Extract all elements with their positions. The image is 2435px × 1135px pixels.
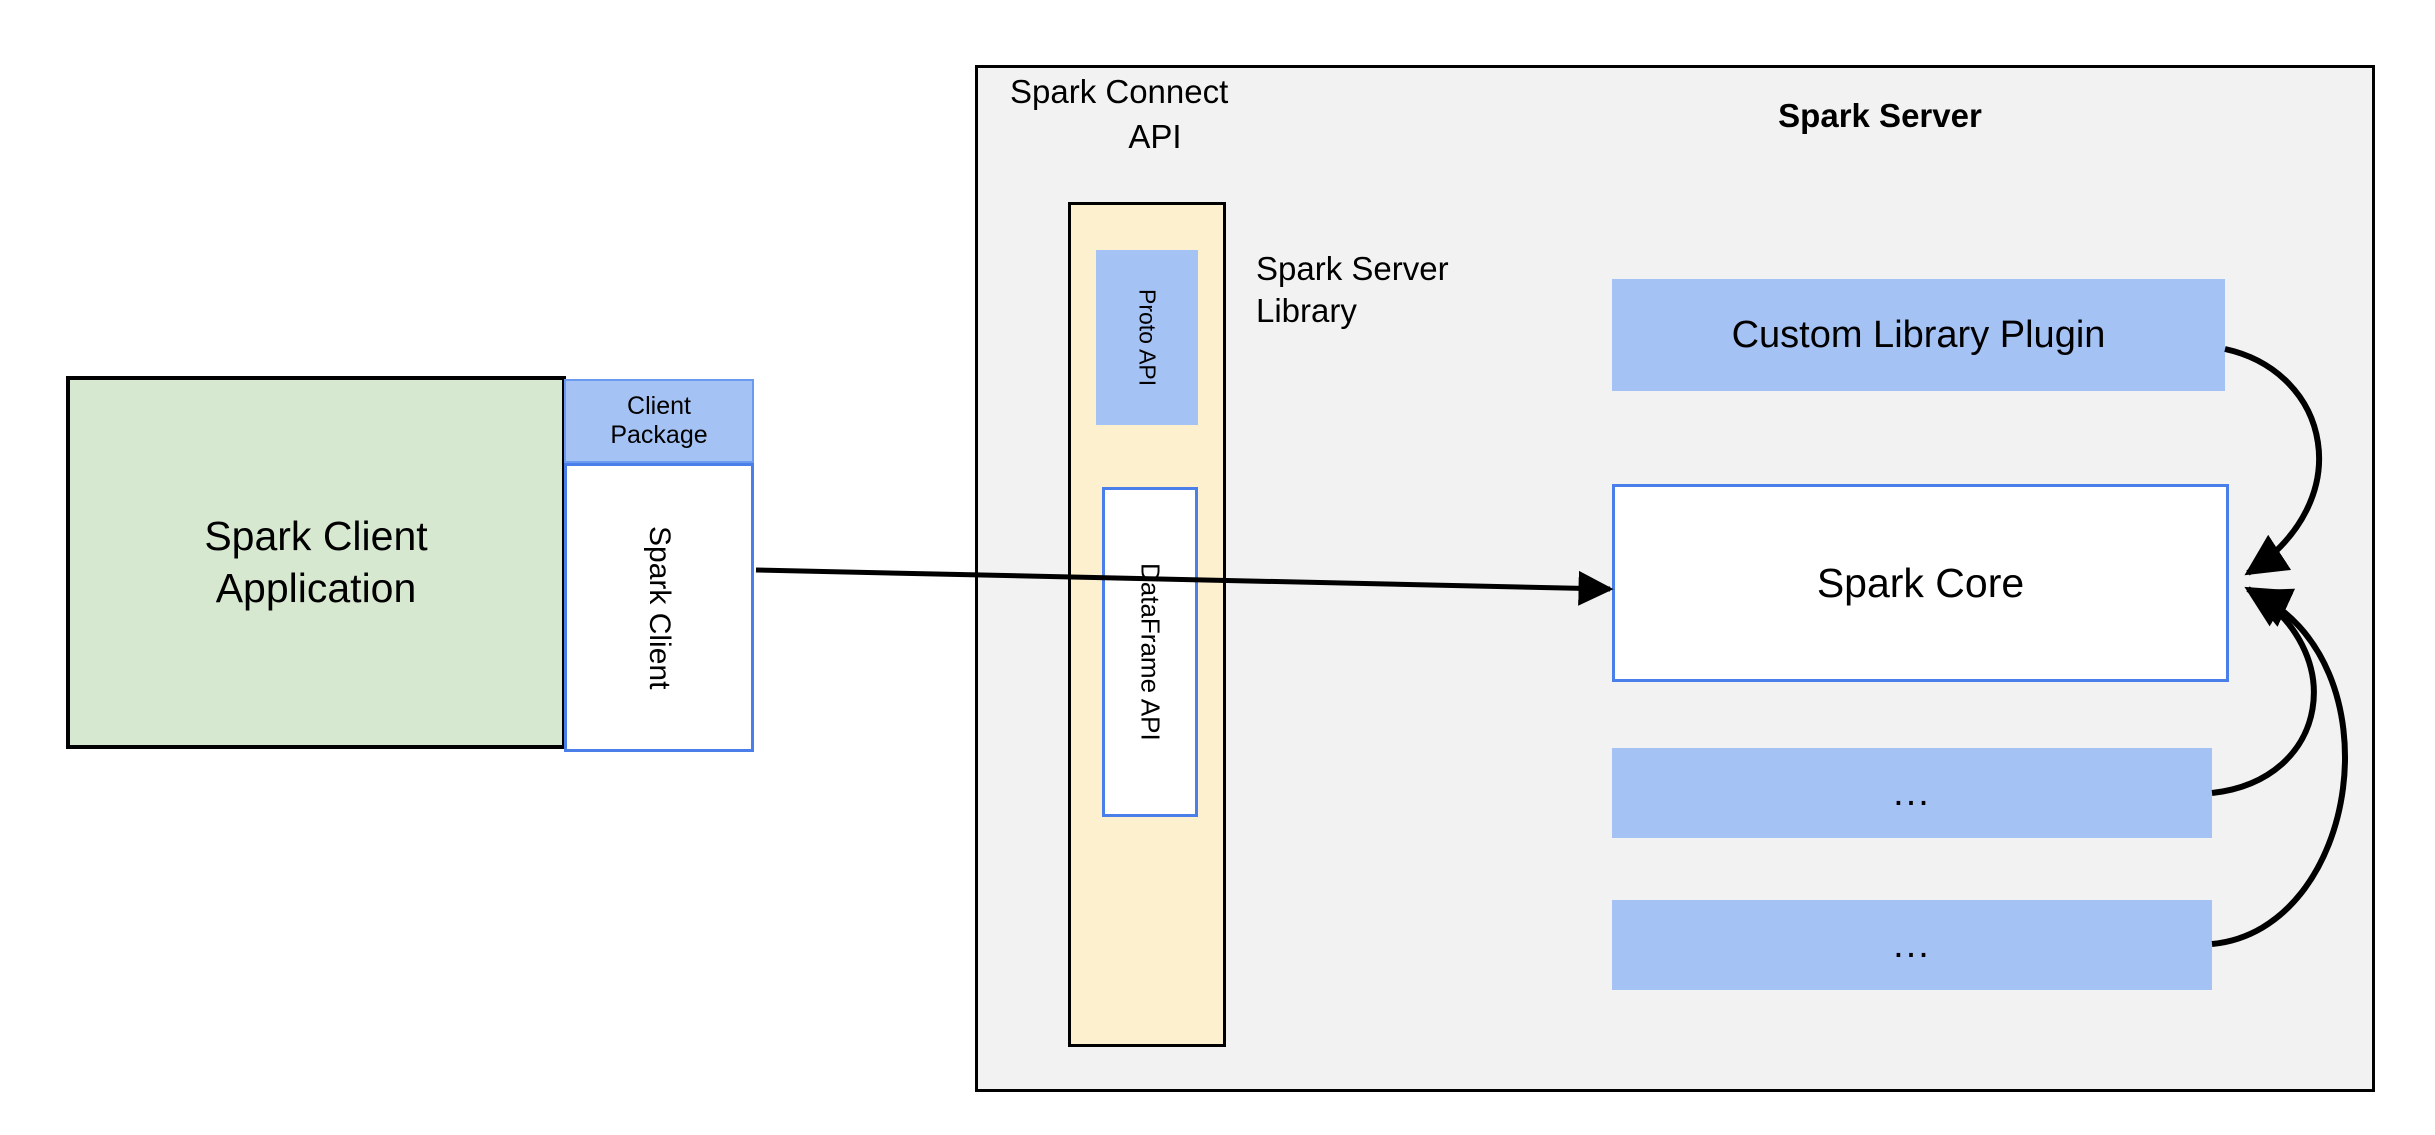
spark-connect-api-label: Spark Connect API bbox=[1010, 70, 1300, 159]
server-library-label-line2: Library bbox=[1256, 292, 1357, 330]
placeholder-component-label-1: ... bbox=[1893, 771, 1931, 814]
proto-api-label: Proto API bbox=[1134, 288, 1161, 387]
custom-library-plugin-box: Custom Library Plugin bbox=[1612, 279, 2225, 391]
proto-api-box: Proto API bbox=[1096, 250, 1198, 425]
client-package-box: Client Package bbox=[564, 379, 754, 463]
connect-api-label-line2: API bbox=[1128, 117, 1182, 155]
dataframe-api-box: DataFrame API bbox=[1102, 487, 1198, 817]
spark-client-application-box: Spark Client Application bbox=[66, 376, 566, 749]
spark-server-library-label: Spark Server Library bbox=[1256, 248, 1586, 332]
client-app-label-line1: Spark Client bbox=[204, 513, 428, 560]
server-library-label-line1: Spark Server bbox=[1256, 250, 1449, 287]
spark-core-box: Spark Core bbox=[1612, 484, 2229, 682]
dataframe-api-label: DataFrame API bbox=[1135, 563, 1166, 741]
placeholder-component-box-2: ... bbox=[1612, 900, 2212, 990]
spark-client-box: Spark Client bbox=[564, 463, 754, 752]
spark-core-label: Spark Core bbox=[1816, 559, 2025, 606]
placeholder-component-box-1: ... bbox=[1612, 748, 2212, 838]
spark-client-label: Spark Client bbox=[643, 525, 676, 690]
client-app-label-line2: Application bbox=[215, 564, 417, 611]
client-package-label-line2: Package bbox=[610, 421, 708, 449]
spark-server-title: Spark Server bbox=[1778, 97, 1982, 134]
connect-api-label-line1: Spark Connect bbox=[1010, 73, 1229, 110]
client-package-label-line1: Client bbox=[627, 391, 691, 420]
spark-client-application-label: Spark Client Application bbox=[204, 511, 427, 614]
custom-library-plugin-label: Custom Library Plugin bbox=[1731, 313, 2106, 356]
client-package-label: Client Package bbox=[610, 392, 707, 451]
placeholder-component-label-2: ... bbox=[1893, 923, 1931, 966]
